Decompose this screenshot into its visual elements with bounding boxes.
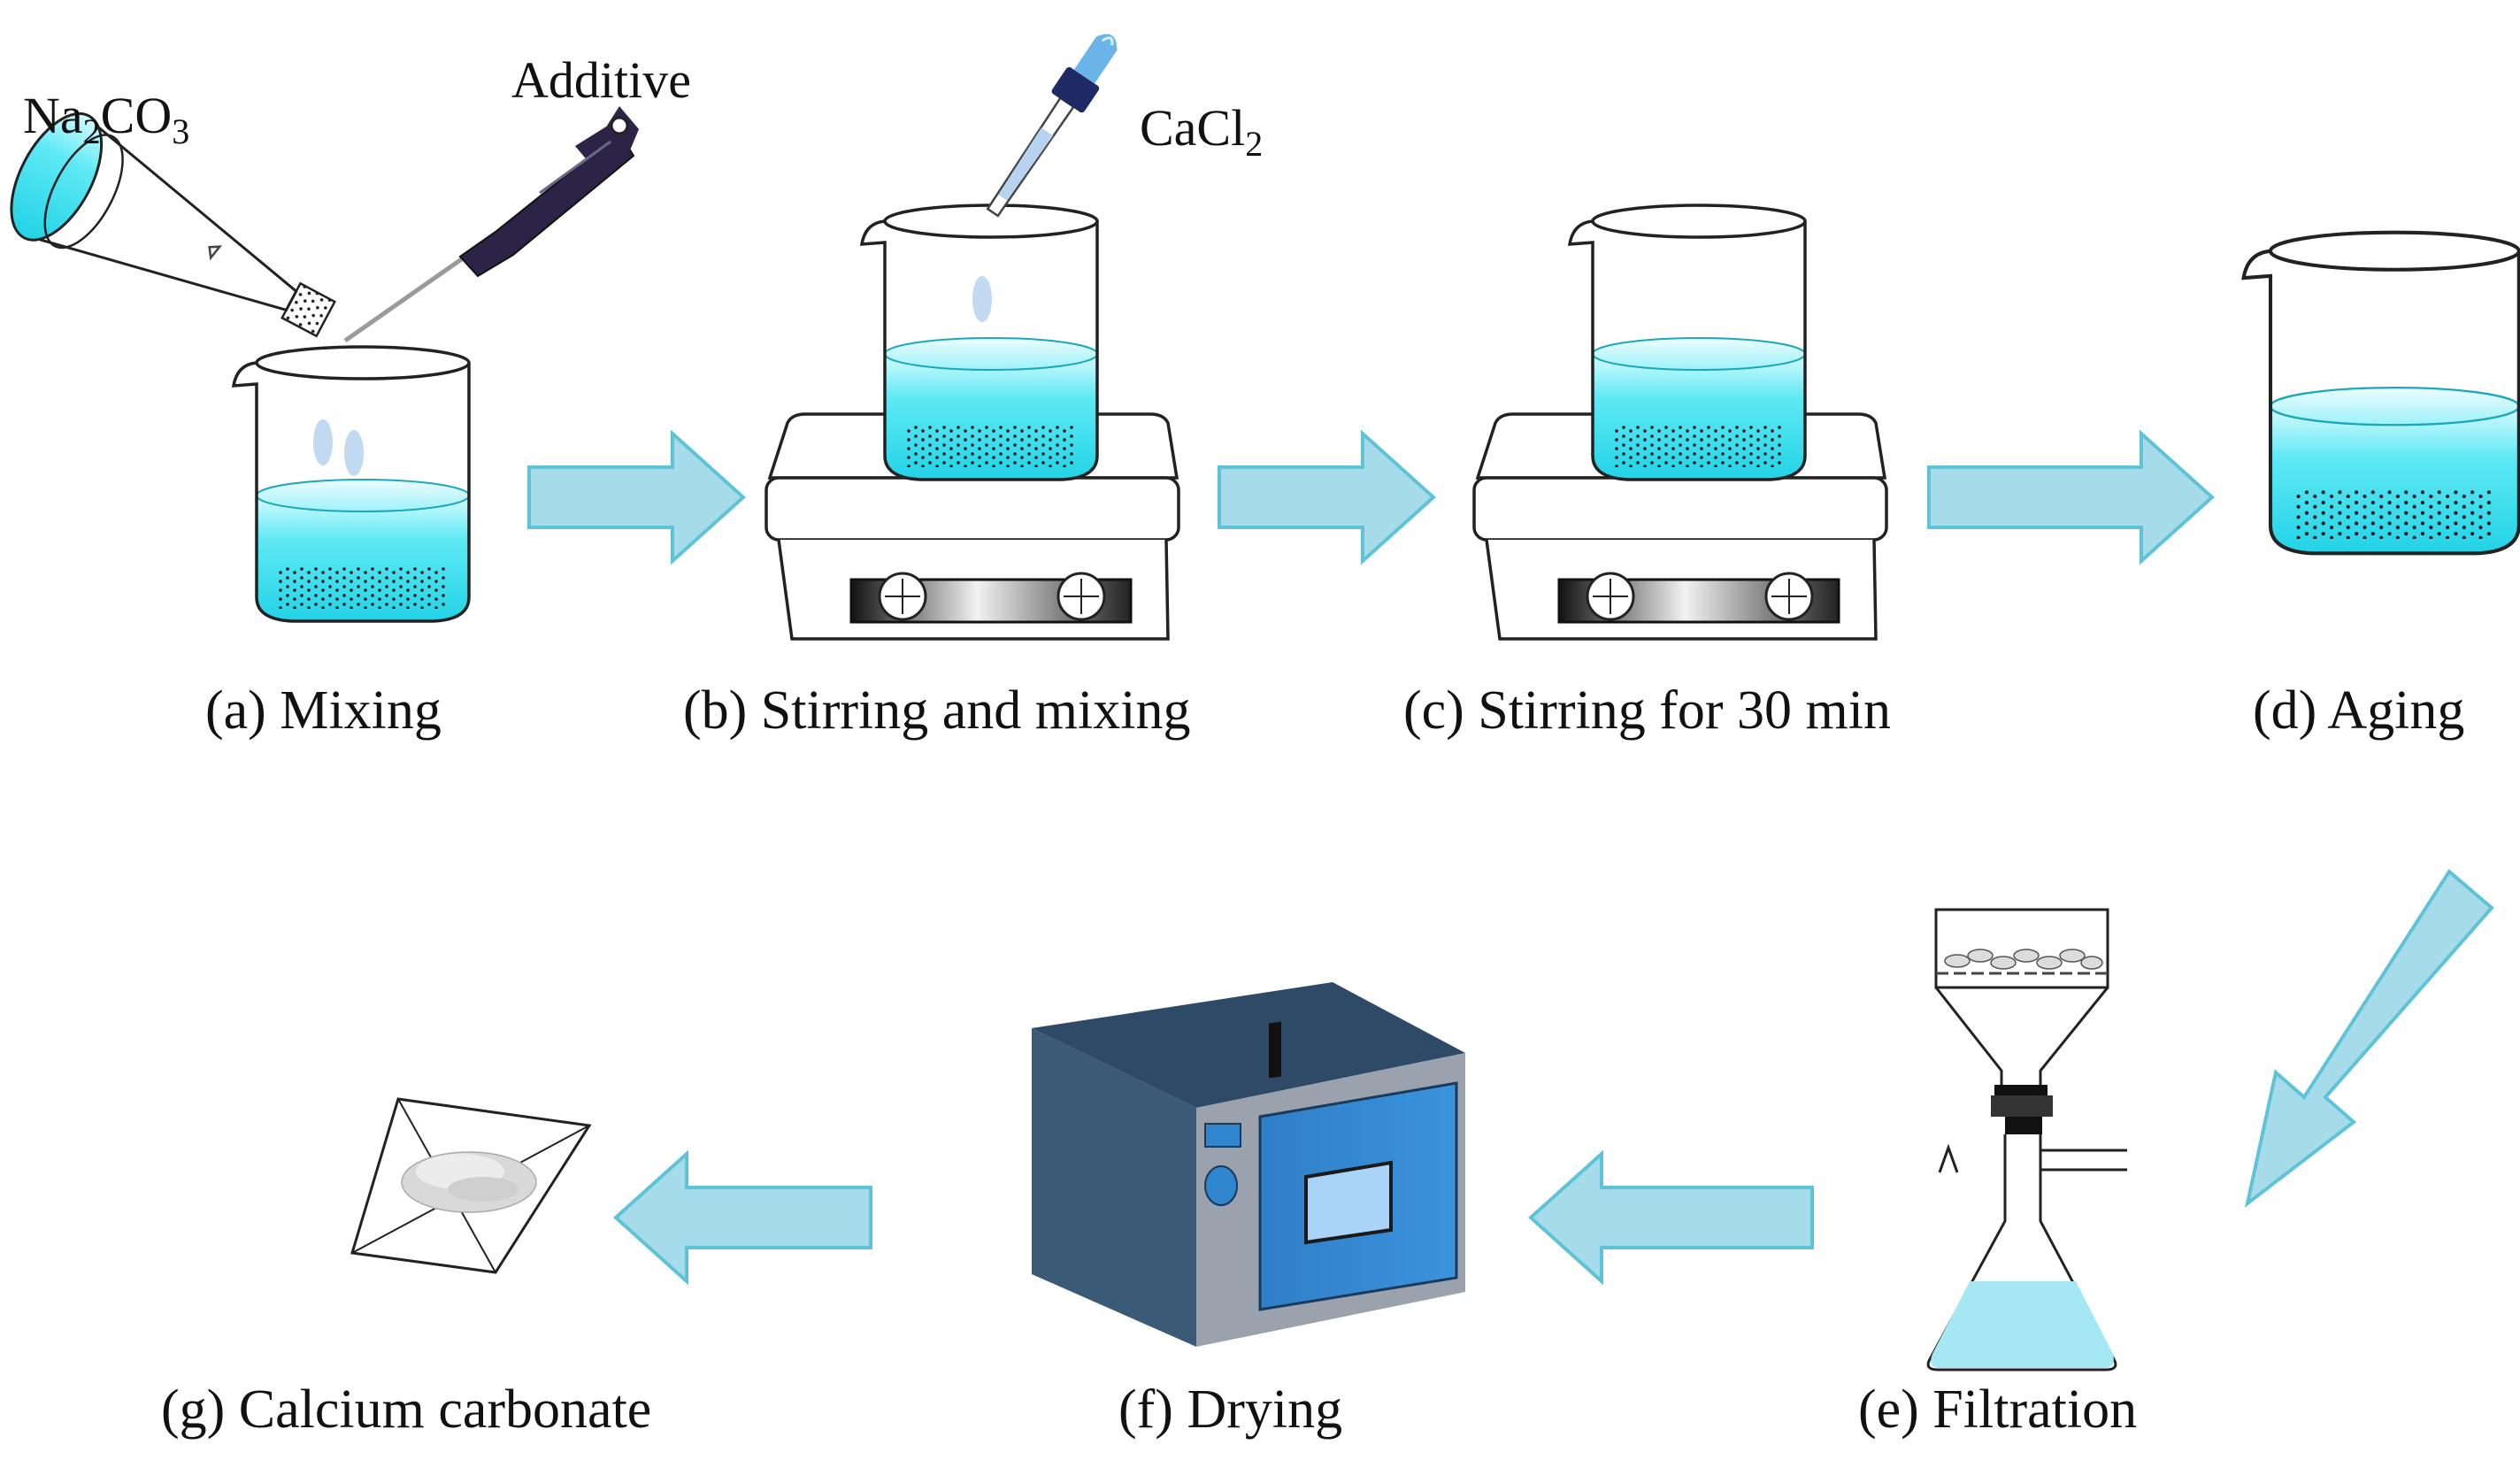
arrow-icon — [527, 429, 746, 565]
step-label-f: (f) Drying — [1118, 1379, 1343, 1440]
drying-oven-icon — [1032, 982, 1465, 1347]
step-label-e: (e) Filtration — [1858, 1379, 2138, 1440]
step-d-aging — [2244, 233, 2519, 554]
arrow-icon — [1927, 429, 2215, 565]
step-g-calcium-carbonate — [350, 1097, 592, 1274]
micropipette-icon — [343, 106, 639, 343]
step-b-stirring-and-mixing — [764, 34, 1180, 641]
filtration-flask-icon — [1926, 908, 2127, 1372]
additive-label: Additive — [511, 51, 691, 109]
sodium-carbonate-base2: CO — [100, 87, 173, 144]
arrow-icon — [1528, 1149, 1814, 1286]
step-c-stirring-30-min — [1472, 204, 1888, 641]
step-label-d: (d) Aging — [2253, 680, 2465, 741]
step-e-filtration — [1926, 908, 2127, 1372]
calcium-chloride-base: CaCl — [1140, 99, 1246, 157]
sodium-carbonate-sub1: 2 — [82, 111, 101, 151]
sodium-carbonate-label: Na2CO3 — [23, 87, 189, 150]
step-f-drying — [1032, 982, 1465, 1347]
stirrer-knob-left — [1586, 572, 1635, 621]
calcium-chloride-sub: 2 — [1245, 124, 1264, 164]
arrow-icon — [613, 1149, 872, 1286]
stirrer-knob-right — [1764, 572, 1814, 621]
stirrer-knob-right — [1056, 572, 1106, 621]
beaker-icon — [2244, 233, 2519, 554]
arrow-icon — [2244, 868, 2494, 1208]
beaker-icon — [232, 345, 471, 623]
step-label-c: (c) Stirring for 30 min — [1403, 680, 1892, 741]
beaker-icon — [860, 204, 1099, 481]
sodium-carbonate-sub2: 3 — [172, 111, 190, 151]
step-label-b: (b) Stirring and mixing — [683, 680, 1191, 741]
step-label-g: (g) Calcium carbonate — [161, 1379, 652, 1440]
step-label-a: (a) Mixing — [205, 680, 442, 741]
reagent-bottle-icon — [10, 111, 336, 338]
calcium-chloride-label: CaCl2 — [1140, 103, 1263, 162]
arrow-icon — [1218, 429, 1436, 565]
sodium-carbonate-base1: Na — [23, 87, 83, 144]
dropper-icon — [986, 34, 1118, 218]
beaker-icon — [1568, 204, 1807, 481]
weighing-paper-icon — [350, 1097, 592, 1274]
stirrer-knob-left — [878, 572, 927, 621]
step-a-mixing — [10, 106, 639, 623]
